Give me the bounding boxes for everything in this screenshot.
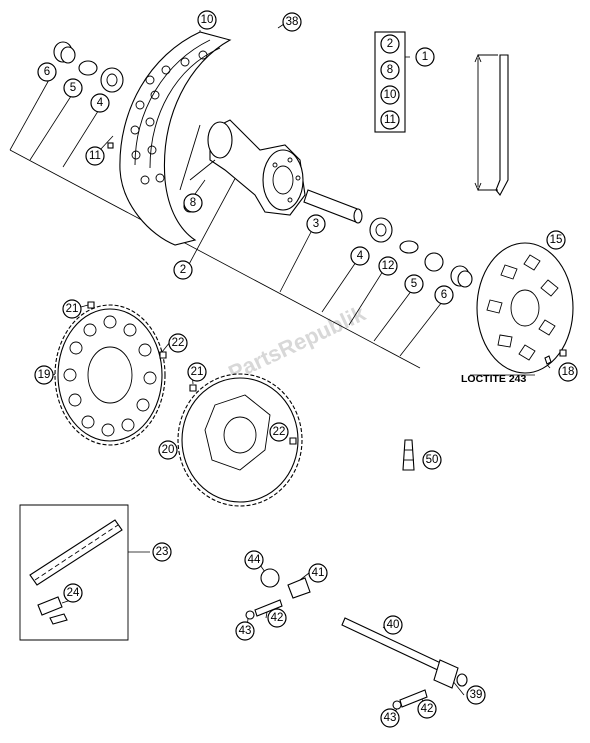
callout-11[interactable]: 11: [85, 146, 105, 166]
svg-text:21: 21: [66, 303, 79, 315]
callout-21-bottom[interactable]: 21: [187, 362, 207, 382]
svg-text:21: 21: [191, 366, 204, 378]
svg-text:2: 2: [180, 264, 186, 276]
callout-6-left[interactable]: 6: [37, 62, 57, 82]
callout-5-left[interactable]: 5: [63, 78, 83, 98]
callout-43-bottom[interactable]: 43: [380, 708, 400, 728]
sprocket-large: [54, 301, 167, 446]
left-seals: [53, 41, 197, 213]
callout-23[interactable]: 23: [152, 542, 172, 562]
svg-text:4: 4: [97, 97, 104, 109]
svg-text:11: 11: [384, 114, 396, 126]
svg-text:42: 42: [271, 612, 284, 624]
svg-text:18: 18: [562, 366, 575, 378]
svg-text:38: 38: [286, 16, 299, 28]
hub: [179, 119, 306, 216]
callout-5-right[interactable]: 5: [404, 274, 424, 294]
svg-text:15: 15: [550, 234, 563, 246]
chain-adjuster: [245, 568, 311, 620]
sprocket-small: [177, 373, 303, 507]
svg-text:44: 44: [248, 554, 261, 566]
callout-3[interactable]: 3: [306, 214, 326, 234]
callout-44[interactable]: 44: [244, 550, 264, 570]
loctite-note: LOCTITE 243: [461, 373, 527, 385]
callout-kit-11[interactable]: 11: [380, 110, 400, 130]
svg-text:42: 42: [421, 703, 434, 715]
callout-50[interactable]: 50: [422, 450, 442, 470]
loctite-bottle: [402, 439, 415, 471]
svg-text:11: 11: [89, 150, 101, 162]
callout-2[interactable]: 2: [173, 260, 193, 280]
svg-text:50: 50: [426, 454, 439, 466]
callout-kit-2[interactable]: 2: [380, 34, 400, 54]
svg-text:22: 22: [172, 337, 185, 349]
callout-kit-8[interactable]: 8: [380, 60, 400, 80]
svg-text:3: 3: [313, 218, 319, 230]
callout-10[interactable]: 10: [197, 10, 217, 30]
callout-42-top[interactable]: 42: [267, 608, 287, 628]
svg-text:5: 5: [411, 278, 417, 290]
axle: [341, 617, 468, 710]
svg-text:43: 43: [384, 712, 397, 724]
svg-text:41: 41: [312, 567, 325, 579]
svg-text:19: 19: [38, 369, 51, 381]
watermark: PartsRepublik: [225, 300, 370, 385]
svg-text:2: 2: [387, 38, 393, 50]
callout-15[interactable]: 15: [546, 230, 566, 250]
callout-21-top[interactable]: 21: [62, 299, 82, 319]
callout-4-right[interactable]: 4: [350, 246, 370, 266]
svg-text:6: 6: [44, 66, 50, 78]
callout-12[interactable]: 12: [378, 256, 398, 276]
callout-1[interactable]: 1: [415, 47, 435, 67]
callout-kit-10[interactable]: 10: [380, 85, 400, 105]
svg-text:20: 20: [162, 444, 175, 456]
svg-text:8: 8: [387, 64, 393, 76]
callout-38[interactable]: 38: [282, 12, 302, 32]
svg-text:39: 39: [470, 689, 483, 701]
svg-text:43: 43: [239, 625, 252, 637]
svg-text:23: 23: [156, 546, 169, 558]
svg-text:8: 8: [190, 197, 196, 209]
callout-6-right[interactable]: 6: [434, 285, 454, 305]
svg-text:12: 12: [382, 260, 395, 272]
rim: [119, 31, 232, 246]
callout-8[interactable]: 8: [183, 193, 203, 213]
callout-42-bottom[interactable]: 42: [417, 699, 437, 719]
chain-box: [19, 504, 129, 641]
callout-41[interactable]: 41: [308, 563, 328, 583]
callout-22-top[interactable]: 22: [168, 333, 188, 353]
svg-text:22: 22: [273, 426, 286, 438]
callout-39[interactable]: 39: [466, 685, 486, 705]
svg-text:4: 4: [357, 250, 364, 262]
callout-20[interactable]: 20: [158, 440, 178, 460]
svg-text:6: 6: [441, 289, 447, 301]
callout-18[interactable]: 18: [558, 362, 578, 382]
callout-43-top[interactable]: 43: [235, 621, 255, 641]
callout-22-bottom[interactable]: 22: [269, 422, 289, 442]
svg-text:40: 40: [387, 619, 400, 631]
svg-text:10: 10: [384, 89, 397, 101]
svg-text:24: 24: [67, 587, 80, 599]
svg-text:1: 1: [422, 51, 428, 63]
callout-19[interactable]: 19: [34, 365, 54, 385]
callout-24[interactable]: 24: [63, 583, 83, 603]
axle-measure: [474, 53, 509, 196]
svg-text:10: 10: [201, 14, 214, 26]
svg-text:5: 5: [70, 82, 76, 94]
brake-disc: [476, 242, 574, 374]
spacer-and-bearings: [303, 189, 473, 288]
callout-4-left[interactable]: 4: [90, 93, 110, 113]
callout-40[interactable]: 40: [383, 615, 403, 635]
